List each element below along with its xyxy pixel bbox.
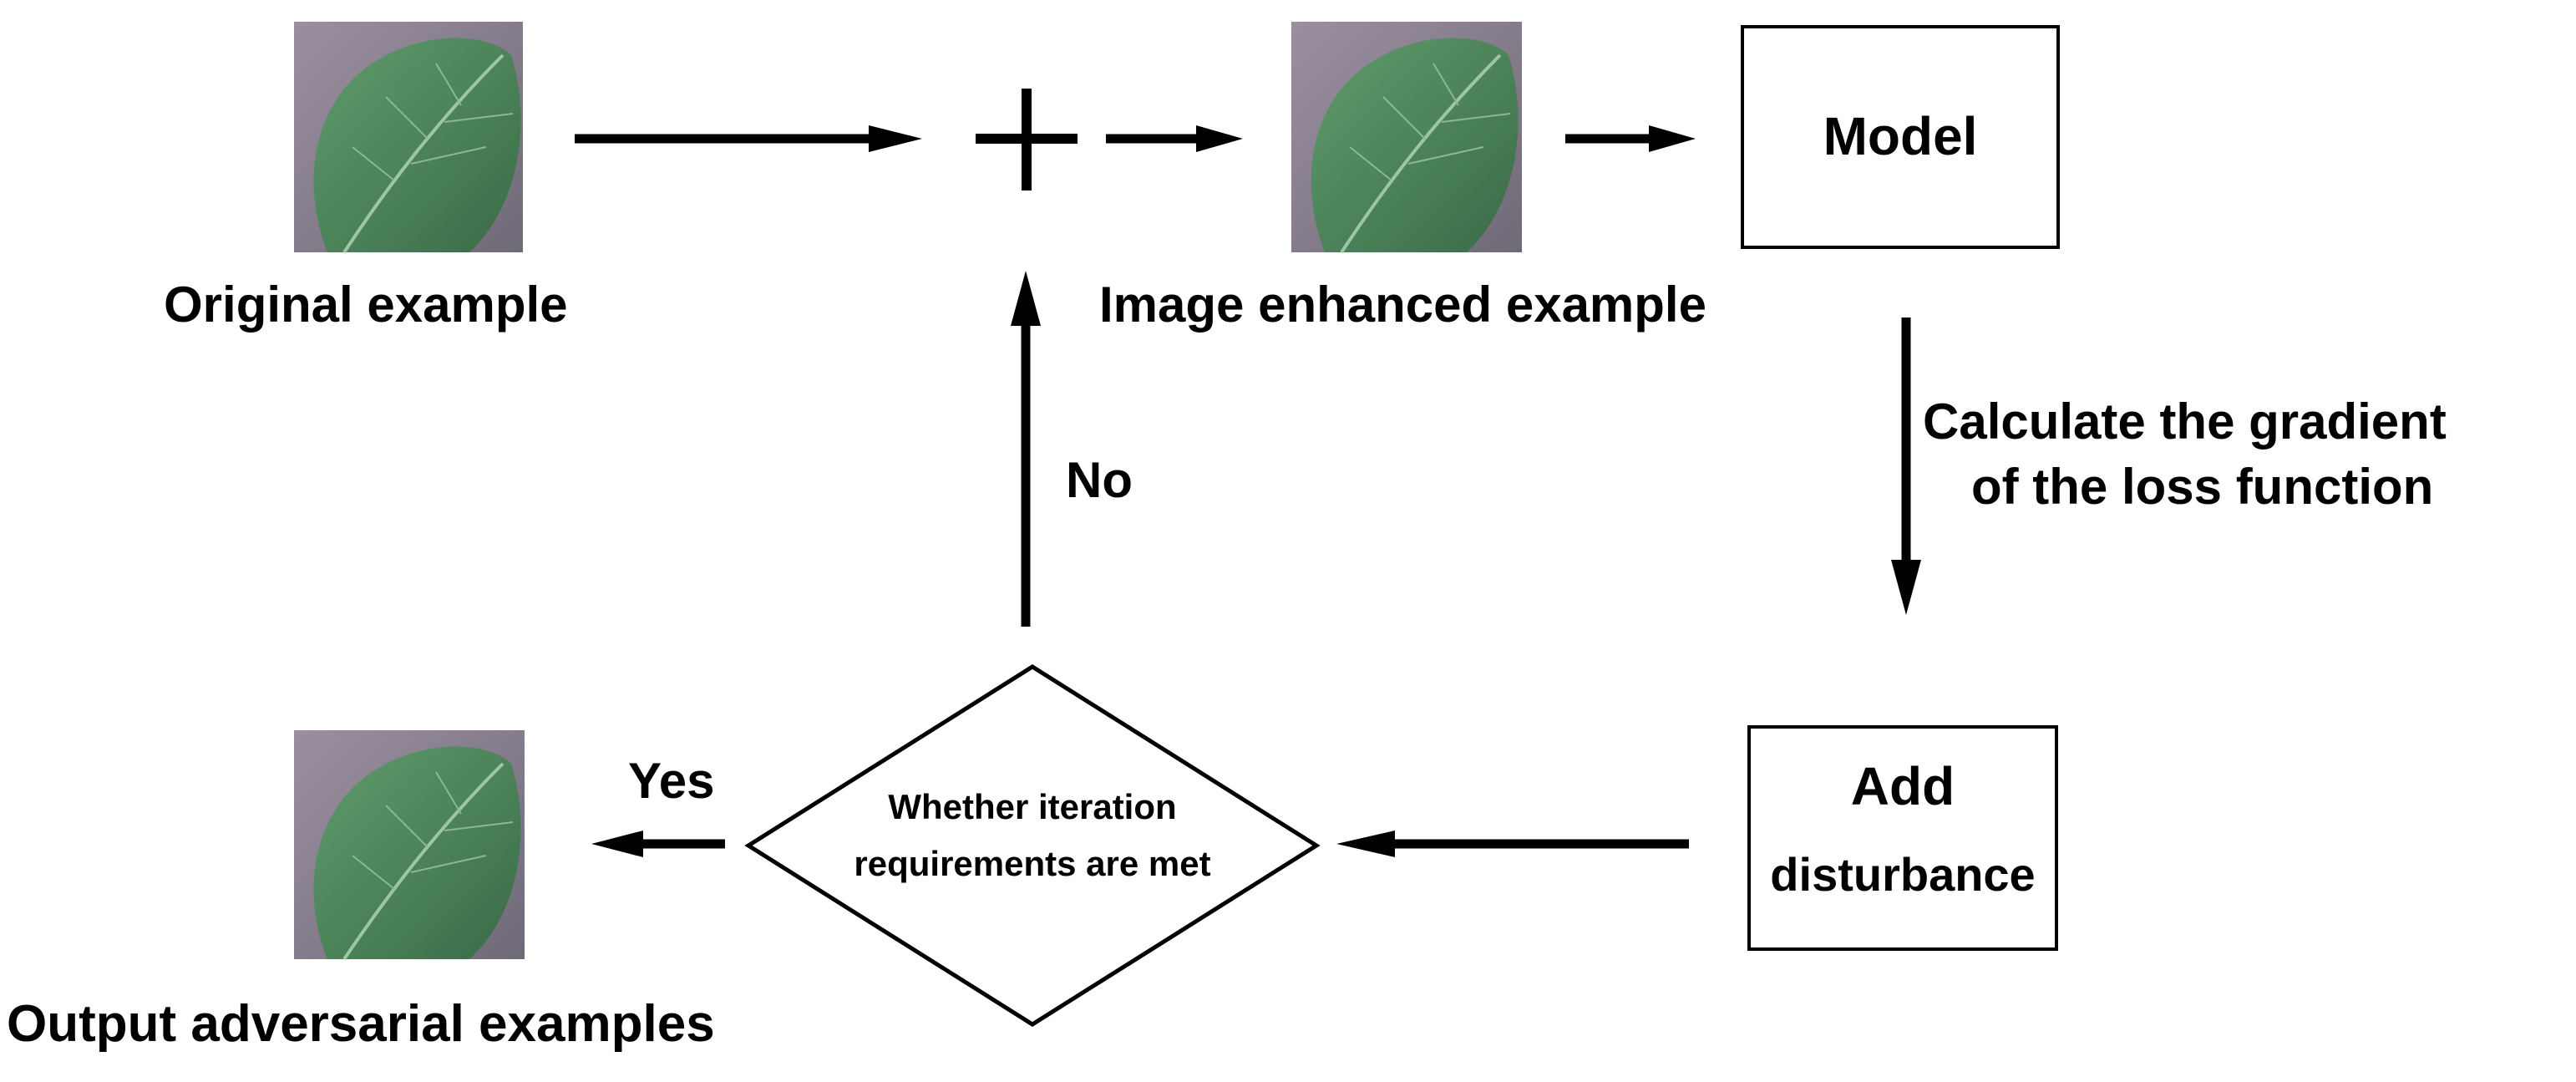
add-disturbance-line2: disturbance: [1770, 848, 2036, 901]
output-label: Output adversarial examples: [7, 995, 715, 1053]
original-leaf-image: [294, 22, 523, 254]
gradient-label-line1: Calculate the gradient: [1923, 394, 2447, 450]
model-box: [1741, 25, 2060, 249]
no-label: No: [1066, 452, 1133, 508]
arrow-plus-to-enhanced: [1106, 125, 1243, 152]
arrow-decision-to-output: [591, 831, 725, 857]
add-disturbance-line1: Add: [1850, 756, 1955, 816]
decision-diamond: [744, 664, 1321, 1027]
arrow-original-to-plus: [575, 125, 922, 152]
enhanced-leaf-image: [1291, 22, 1522, 254]
arrow-model-to-disturbance: [1891, 317, 1921, 615]
original-example-label: Original example: [164, 277, 568, 333]
arrow-disturbance-to-decision: [1336, 831, 1689, 857]
yes-label: Yes: [628, 753, 715, 809]
gradient-label-line2: of the loss function: [1971, 459, 2434, 515]
arrow-decision-to-plus: [1011, 271, 1041, 627]
model-label: Model: [1823, 106, 1978, 166]
add-disturbance-box: [1747, 725, 2058, 951]
output-leaf-image: [294, 730, 525, 961]
plus-icon: [976, 89, 1078, 190]
arrow-enhanced-to-model: [1565, 125, 1696, 152]
decision-line1: Whether iteration: [888, 787, 1177, 826]
decision-line2: requirements are met: [854, 844, 1211, 883]
enhanced-example-label: Image enhanced example: [1099, 277, 1706, 333]
